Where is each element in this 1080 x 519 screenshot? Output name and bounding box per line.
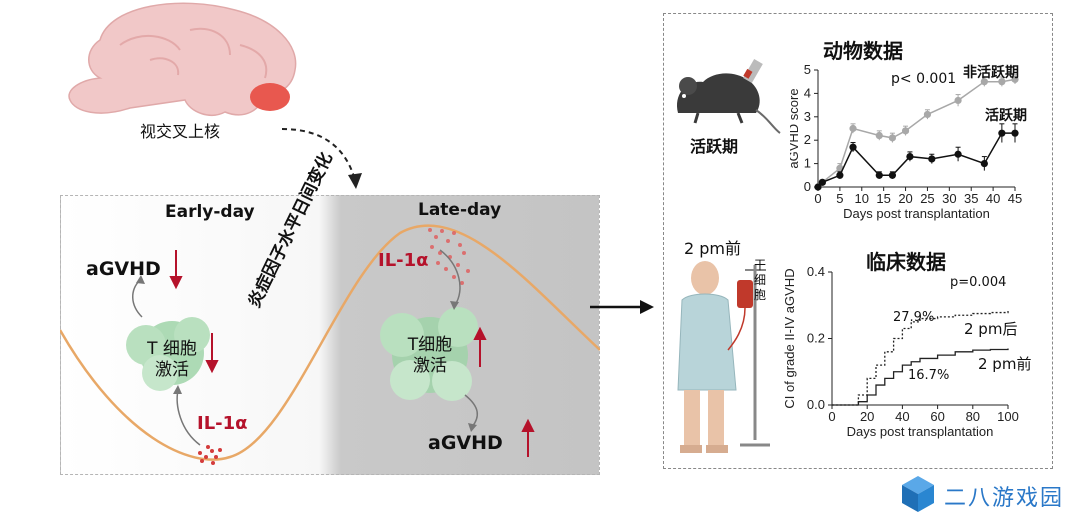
data-point: [998, 78, 1006, 86]
patient-illustration: [677, 261, 770, 453]
clinical-series-label-after: 2 pm后: [964, 320, 1018, 338]
y-tick-label: 0.4: [807, 264, 825, 279]
x-tick-label: 25: [920, 191, 934, 206]
data-point: [1011, 129, 1019, 137]
data-point: [954, 96, 962, 105]
x-tick-label: 80: [966, 409, 980, 424]
watermark-cube-icon: [902, 476, 934, 512]
data-point: [849, 124, 857, 133]
y-tick-label: 0.0: [807, 397, 825, 412]
animal-title: 动物数据: [823, 39, 903, 63]
late-il1a-dots: [428, 228, 470, 285]
series-line-1: [817, 132, 1015, 188]
data-point: [906, 152, 914, 161]
early-t-cell-cluster: [126, 317, 210, 391]
data-point: [928, 155, 936, 163]
late-t-cell-line1: T细胞: [407, 335, 453, 355]
data-point: [888, 171, 897, 179]
patient-label: 2 pm前: [684, 239, 742, 258]
late-il1a-label: IL-1α: [378, 250, 429, 271]
y-tick-label: 2: [804, 132, 811, 147]
animal-series-label-inactive: 非活跃期: [963, 65, 1019, 81]
data-point: [923, 110, 932, 119]
early-agvhd-label: aGVHD: [86, 258, 161, 280]
late-day-label: Late-day: [418, 200, 502, 220]
y-axis-label: CI of grade II-IV aGVHD: [782, 268, 797, 408]
data-point: [849, 143, 857, 151]
bag-label: 干细胞: [754, 258, 767, 302]
data-point: [818, 178, 826, 186]
data-point: [1011, 75, 1019, 83]
clinical-series-label-before: 2 pm前: [978, 355, 1032, 373]
mouse-label: 活跃期: [690, 137, 739, 156]
series-line-0: [832, 310, 1009, 406]
animal-pvalue: p< 0.001: [891, 71, 957, 87]
data-point: [875, 131, 883, 140]
early-t-cell-line2: 激活: [155, 360, 189, 380]
data-point: [814, 183, 822, 191]
late-t-cell-line2: 激活: [413, 356, 447, 376]
animal-series-label-active: 活跃期: [985, 108, 1027, 124]
late-t-cell-cluster: [380, 307, 478, 401]
x-tick-label: 30: [942, 191, 956, 206]
x-tick-label: 100: [997, 409, 1019, 424]
data-point: [954, 150, 962, 158]
x-tick-label: 0: [814, 191, 821, 206]
data-point: [836, 171, 844, 179]
late-t-cell-label: T细胞 激活: [396, 335, 464, 377]
clinical-pvalue: p=0.004: [950, 275, 1007, 290]
clinical-title: 临床数据: [866, 250, 946, 274]
early-day-label: Early-day: [165, 202, 255, 222]
x-tick-label: 40: [895, 409, 909, 424]
brain-illustration: [68, 2, 297, 116]
y-tick-label: 0: [804, 179, 811, 194]
clinical-annot-upper: 27.9%: [893, 310, 935, 325]
y-axis-label: aGVHD score: [790, 88, 801, 168]
early-t-cell-label: T 细胞 激活: [138, 339, 206, 381]
data-point: [888, 134, 897, 142]
late-agvhd-label: aGVHD: [428, 432, 503, 454]
x-axis-label: Days post transplantation: [843, 206, 990, 221]
x-tick-label: 35: [964, 191, 978, 206]
early-t-cell-line1: T 细胞: [147, 339, 197, 359]
circadian-panel: [60, 195, 600, 475]
x-tick-label: 40: [986, 191, 1000, 206]
data-point: [875, 171, 883, 179]
x-axis-label: Days post transplantation: [847, 424, 994, 439]
x-tick-label: 15: [876, 191, 890, 206]
x-tick-label: 60: [930, 409, 944, 424]
early-il1a-label: IL-1α: [197, 413, 248, 434]
x-tick-label: 20: [860, 409, 874, 424]
y-tick-label: 0.2: [807, 331, 825, 346]
x-tick-label: 10: [855, 191, 869, 206]
data-panel: [663, 13, 1053, 469]
y-tick-label: 1: [804, 156, 811, 171]
data-point: [980, 78, 988, 86]
data-point: [998, 129, 1006, 137]
right-arrow: [590, 300, 654, 314]
clinical-annot-lower: 16.7%: [908, 368, 950, 383]
data-point: [980, 160, 988, 168]
x-tick-label: 5: [836, 191, 843, 206]
dashed-arrow-down: [281, 128, 362, 189]
y-tick-label: 4: [804, 85, 811, 100]
early-il1a-dots: [198, 445, 222, 465]
x-tick-label: 0: [828, 409, 835, 424]
x-tick-label: 45: [1008, 191, 1022, 206]
series-line-0: [817, 78, 1016, 188]
scn-nucleus: [250, 83, 290, 111]
series-line-1: [832, 348, 1009, 406]
mouse-illustration: [677, 58, 781, 134]
il1a-daily-curve: [60, 224, 600, 465]
watermark-text: 二八游戏园: [944, 486, 1065, 511]
x-tick-label: 20: [898, 191, 912, 206]
data-point: [901, 127, 910, 135]
brain-label: 视交叉上核: [140, 122, 221, 141]
y-tick-label: 5: [804, 62, 811, 77]
y-tick-label: 3: [804, 109, 811, 124]
